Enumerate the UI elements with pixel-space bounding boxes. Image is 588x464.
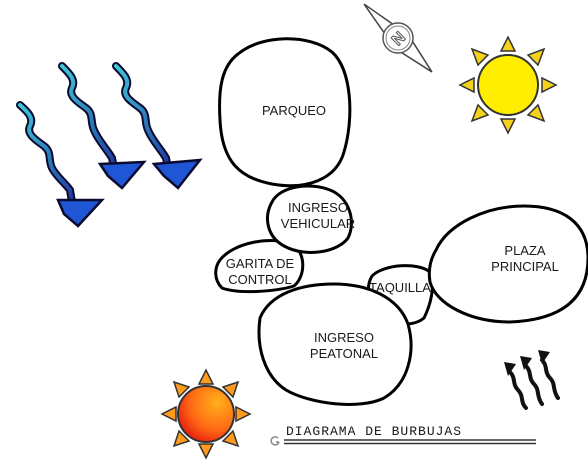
title-mark-icon [270, 436, 280, 446]
wind-arrow-3 [112, 62, 203, 190]
label-parqueo: PARQUEO [261, 103, 327, 118]
bubble-plaza-principal [427, 204, 588, 324]
diagram-title: DIAGRAMA DE BURBUJAS [286, 424, 463, 439]
label-ingreso-peatonal: INGRESO PEATONAL [309, 330, 379, 361]
bubble-ingreso-vehicular [266, 184, 353, 254]
bubble-ingreso-peatonal [257, 282, 413, 406]
north-compass-icon: N [363, 3, 433, 73]
label-garita-control: GARITA DE CONTROL [225, 256, 295, 287]
wind-arrow-1 [16, 101, 105, 228]
title-underline [284, 439, 536, 445]
label-plaza-principal: PLAZA PRINCIPAL [491, 243, 559, 274]
sunset-icon [160, 368, 252, 460]
label-ingreso-vehicular: INGRESO VEHICULAR [280, 200, 356, 231]
wind-arrow-2 [58, 62, 147, 190]
sun-icon [458, 35, 558, 135]
bubble-parqueo [218, 37, 352, 188]
wind-arrows-icon [16, 62, 203, 228]
bubble-garita-control [214, 239, 305, 294]
heat-waves-icon [504, 350, 560, 410]
label-taquilla: TAQUILLA [369, 280, 431, 295]
